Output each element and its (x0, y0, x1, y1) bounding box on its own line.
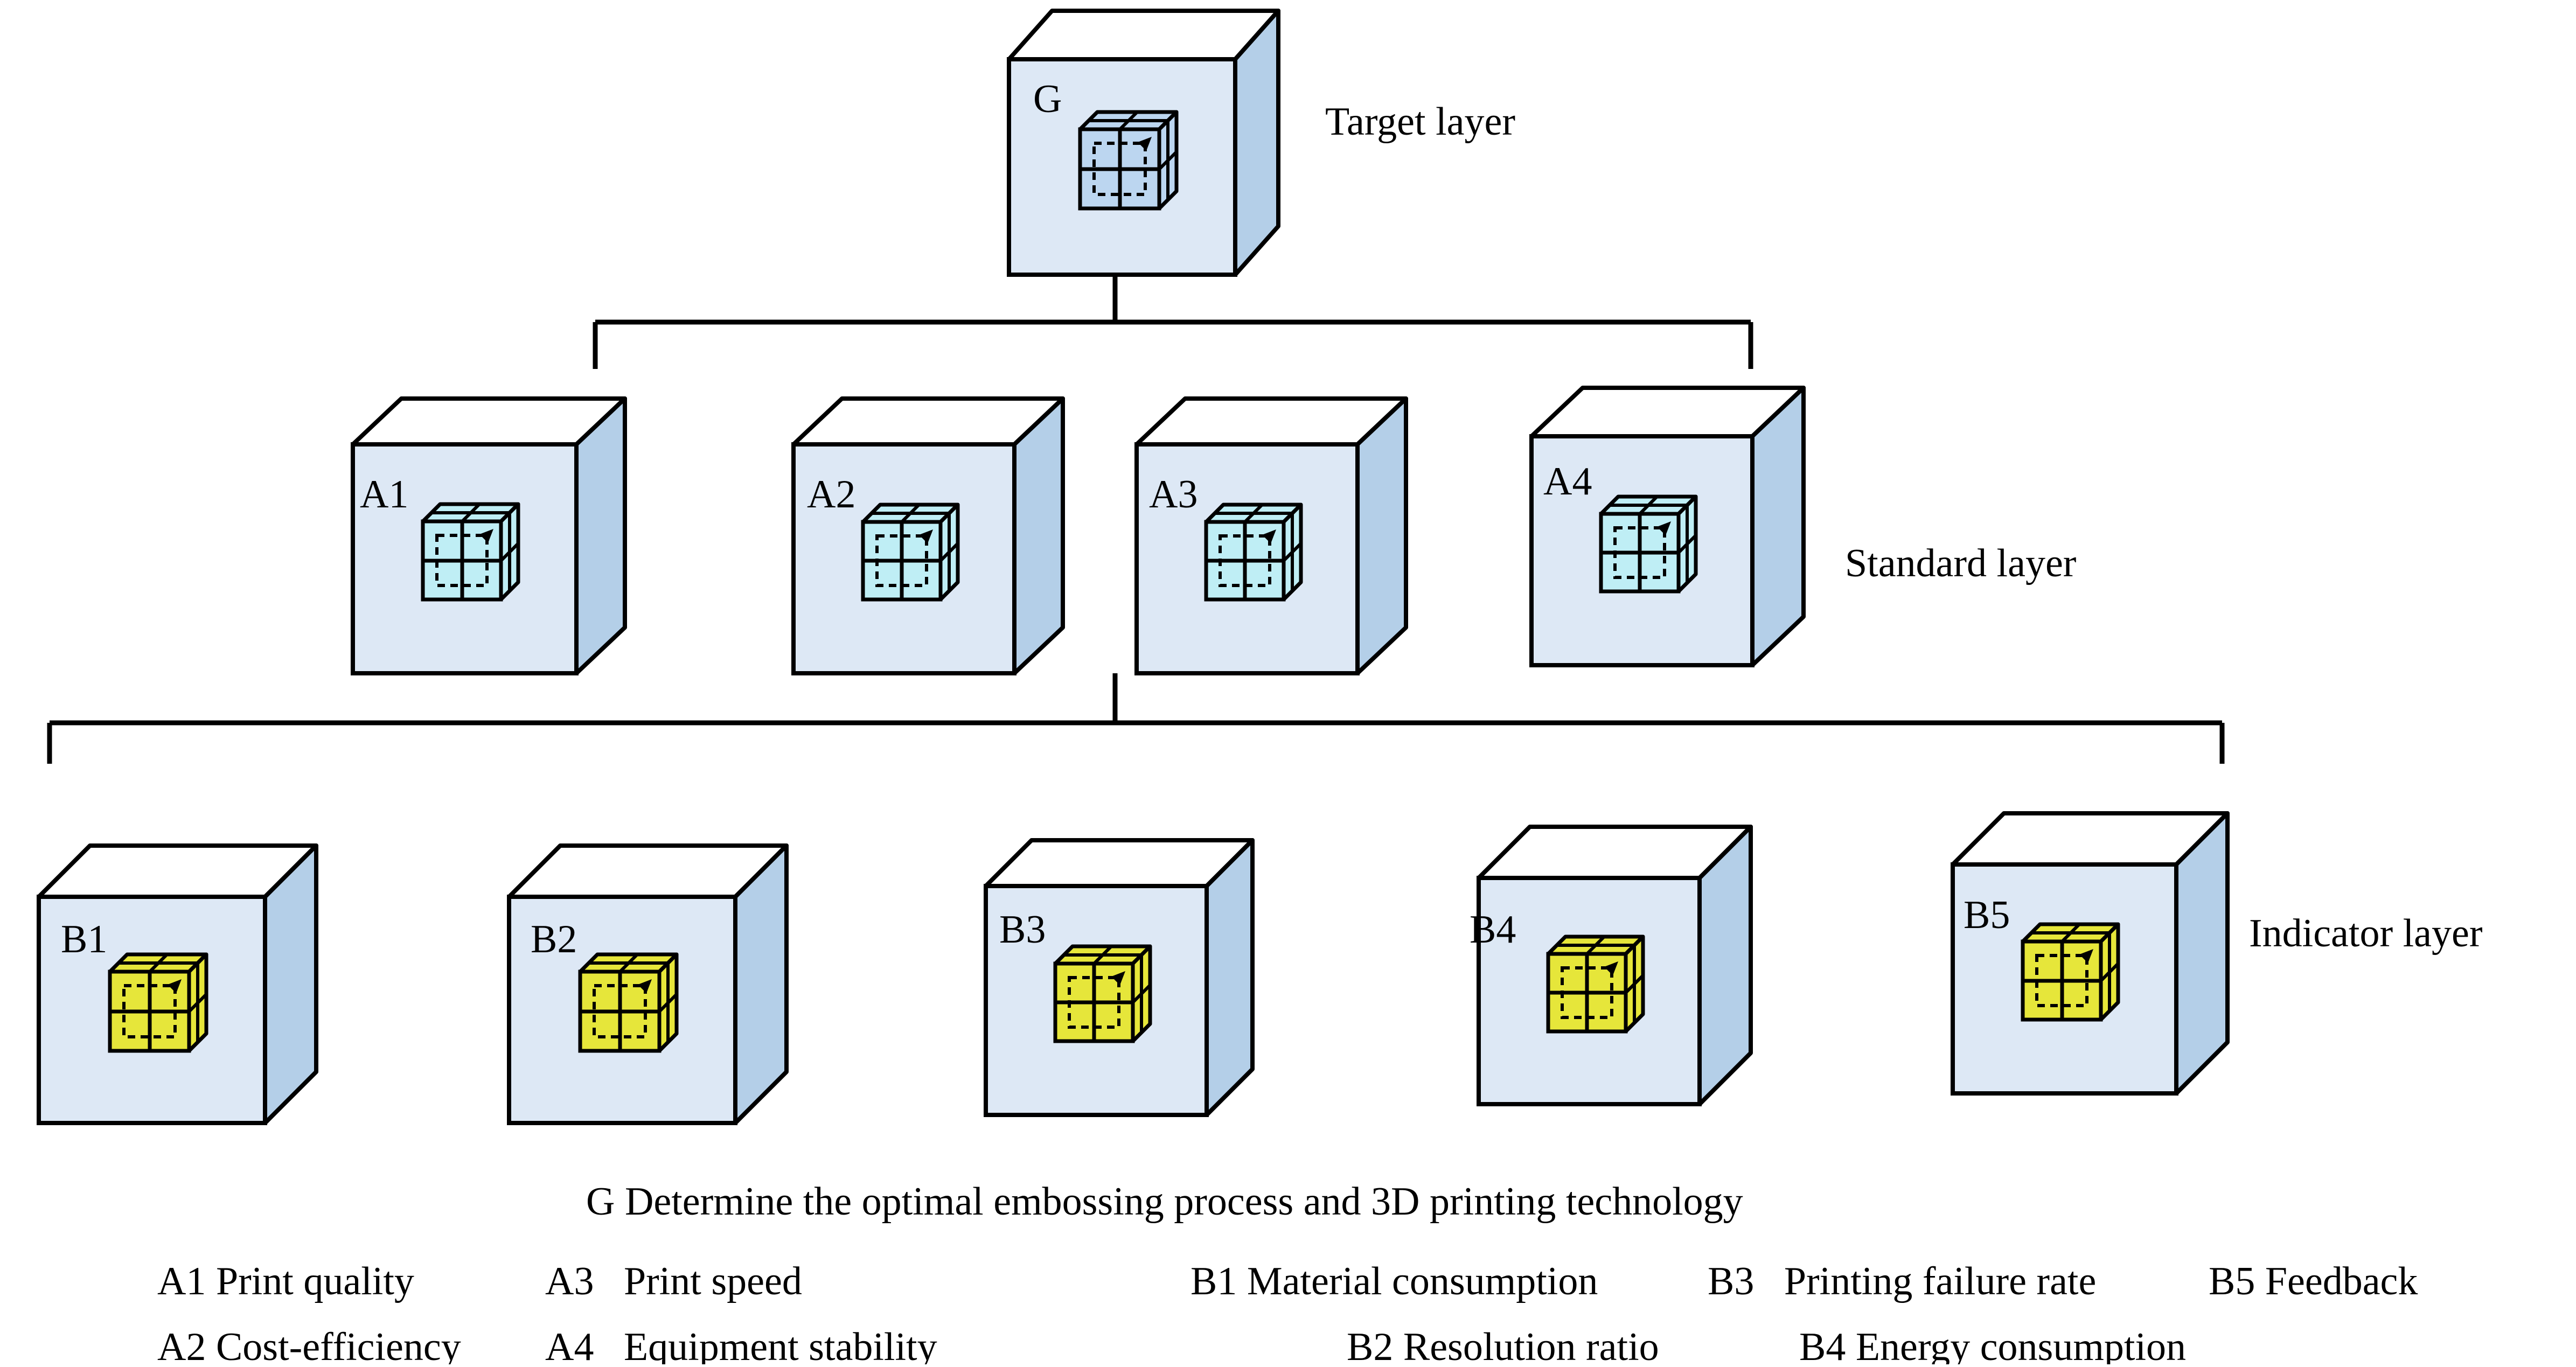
puzzle-cube-icon (2021, 922, 2120, 1022)
node-box-a2 (791, 396, 1065, 675)
node-label-b2: B2 (531, 917, 577, 961)
puzzle-cube-icon (1204, 503, 1303, 602)
node-box-a3 (1134, 396, 1408, 675)
node-label-b5: B5 (1964, 893, 2010, 937)
legend-a2: A2 Cost-efficiency (157, 1325, 461, 1364)
target-layer-label: Target layer (1325, 100, 1515, 144)
node-label-g: G (1033, 77, 1062, 121)
puzzle-cube-icon (861, 503, 960, 602)
legend-b3: B3 Printing failure rate (1708, 1259, 2096, 1303)
puzzle-cube-icon (578, 952, 679, 1053)
node-box-b4 (1477, 825, 1753, 1106)
legend-b1: B1 Material consumption (1190, 1259, 1598, 1303)
node-label-b3: B3 (999, 908, 1046, 952)
node-box-g (1007, 9, 1280, 277)
node-box-b3 (984, 838, 1255, 1117)
legend-goal: G Determine the optimal embossing proces… (586, 1180, 1743, 1224)
node-label-a2: A2 (807, 472, 855, 517)
puzzle-cube-icon (1546, 934, 1645, 1034)
puzzle-cube-icon (1078, 110, 1179, 211)
puzzle-cube-icon (108, 952, 208, 1053)
legend-a3: A3 Print speed (545, 1259, 802, 1303)
legend-b4: B4 Energy consumption (1799, 1325, 2186, 1364)
node-label-a1: A1 (360, 472, 408, 517)
node-box-b1 (37, 843, 318, 1125)
puzzle-cube-icon (1053, 944, 1152, 1043)
node-label-b1: B1 (61, 917, 107, 961)
node-box-b5 (1951, 811, 2230, 1096)
node-boxes (37, 9, 2230, 1125)
puzzle-cube-icon (421, 502, 520, 602)
legend-a1: A1 Print quality (157, 1259, 414, 1303)
node-box-a1 (351, 396, 627, 675)
node-label-b4: B4 (1470, 908, 1516, 952)
node-label-a4: A4 (1543, 459, 1592, 504)
legend-a4: A4 Equipment stability (545, 1325, 937, 1364)
indicator-layer-label: Indicator layer (2249, 911, 2483, 955)
connectors (47, 275, 2225, 764)
puzzle-cube-icon (1599, 494, 1698, 594)
legend-b5: B5 Feedback (2209, 1259, 2418, 1303)
standard-layer-label: Standard layer (1845, 541, 2076, 585)
legend-b2: B2 Resolution ratio (1347, 1325, 1659, 1364)
node-box-a4 (1529, 386, 1806, 667)
node-box-b2 (507, 843, 789, 1125)
node-label-a3: A3 (1149, 472, 1198, 517)
